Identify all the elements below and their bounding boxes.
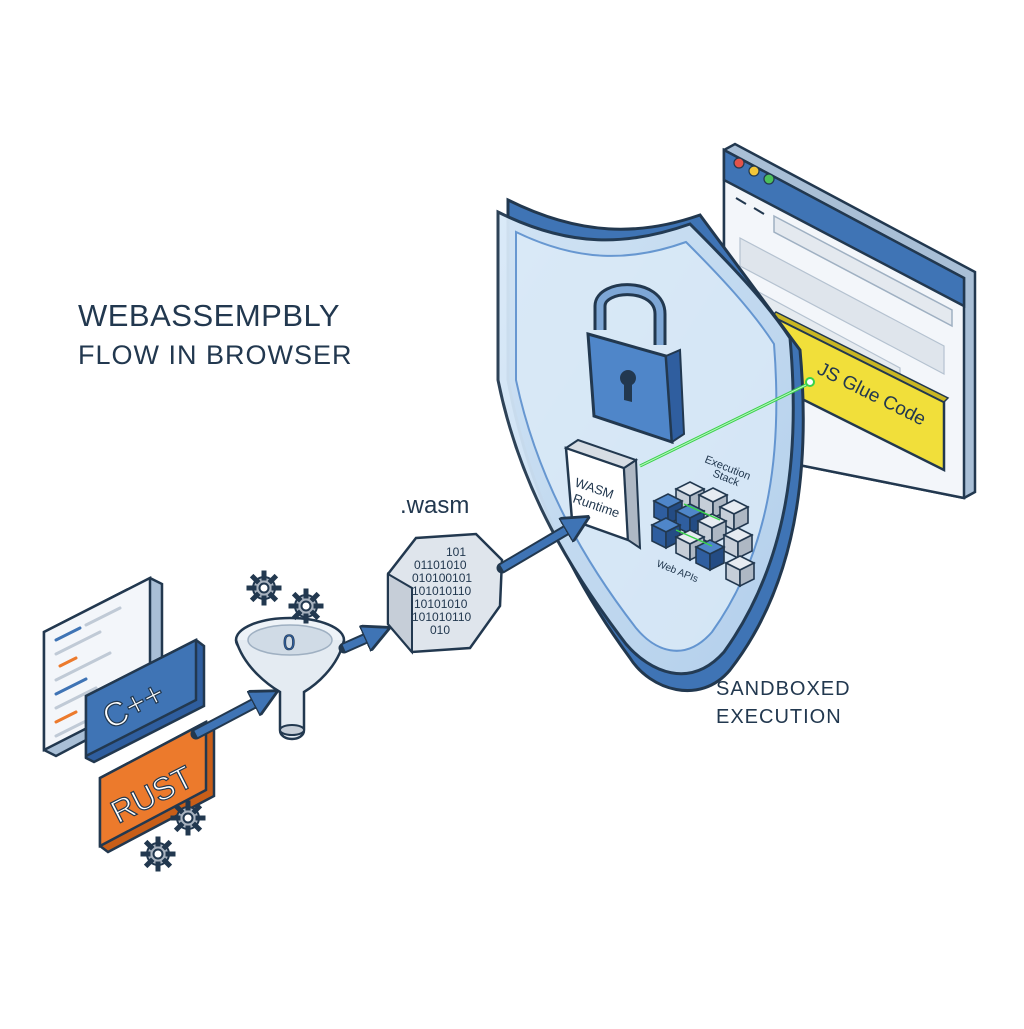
- funnel-glyph: 0: [283, 630, 295, 655]
- maximize-dot-icon: [763, 173, 775, 185]
- binary-line: 101010110: [412, 584, 472, 598]
- stacked-cubes-icon: [651, 481, 755, 587]
- diagram-title-line2: FLOW IN BROWSER: [78, 340, 353, 370]
- binary-block-icon: 1010110101001010010110101011010101010101…: [386, 532, 504, 655]
- gear-icon: [291, 591, 321, 621]
- flow-arrow: [342, 632, 380, 648]
- binary-line: 010: [430, 623, 450, 637]
- gear-icon: [173, 803, 203, 833]
- sandbox-label: SANDBOXED EXECUTION: [716, 675, 851, 731]
- address-bar: [773, 214, 953, 328]
- gear-icon: [143, 839, 173, 869]
- wasm-file-label: .wasm: [400, 492, 470, 519]
- sandbox-label-line1: SANDBOXED: [716, 678, 851, 700]
- lock-icon: [586, 283, 686, 445]
- rust-block: RUST: [98, 719, 216, 854]
- close-dot-icon: [733, 157, 745, 169]
- binary-line: 01101010: [414, 558, 467, 572]
- funnel-icon: 0: [234, 616, 346, 741]
- binary-line: 10101010: [414, 597, 468, 611]
- binary-line: 101010110: [412, 610, 472, 624]
- flow-arrow: [194, 696, 268, 738]
- diagram-title-line1: WEBASSEMPBLY: [78, 298, 341, 333]
- binary-line: 010100101: [412, 571, 472, 585]
- gear-icon: [249, 573, 279, 603]
- binary-line: 101: [446, 545, 466, 559]
- flow-arrow: [500, 522, 580, 572]
- sandbox-label-line2: EXECUTION: [716, 706, 842, 728]
- cpp-block: C++: [84, 637, 206, 764]
- minimize-dot-icon: [748, 165, 760, 177]
